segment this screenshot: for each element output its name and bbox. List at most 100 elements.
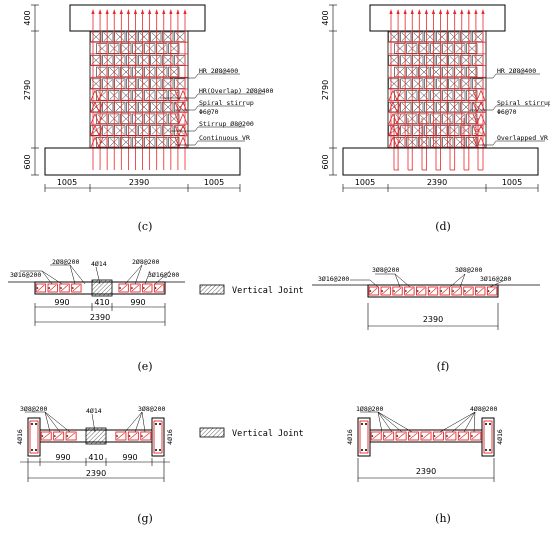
block: [102, 31, 114, 42]
block-cross: [97, 67, 107, 76]
cell-stirrup: [404, 286, 415, 296]
block-cross: [401, 126, 411, 135]
cell-stirrup: [463, 286, 474, 296]
column-rebar: [155, 423, 157, 425]
dim-foundation-height: 600: [23, 154, 32, 169]
block-cross: [115, 79, 125, 88]
rebar-dot: [154, 287, 157, 289]
dim-left: 990: [55, 453, 70, 462]
rebar-arrow: [438, 9, 443, 14]
cell-stirrup: [445, 431, 457, 441]
block-cross: [103, 126, 113, 135]
column-rebar: [155, 449, 157, 451]
cell-tie: [141, 432, 150, 440]
block: [162, 101, 174, 113]
block-cross: [127, 56, 137, 65]
block: [424, 78, 436, 89]
dim-foundation-height: 600: [321, 154, 330, 169]
block: [406, 43, 418, 54]
cell-stirrup: [370, 431, 382, 441]
block-cross: [395, 138, 405, 147]
section-cells: [368, 286, 498, 296]
block: [406, 113, 418, 124]
block-cross: [151, 126, 161, 135]
rebar-dot: [475, 290, 478, 292]
vertical-joint: [85, 427, 107, 445]
wall-section: [369, 429, 483, 443]
dim-total: 2390: [423, 315, 443, 324]
block: [400, 125, 412, 136]
block: [162, 78, 174, 89]
block-cross: [449, 126, 459, 135]
dim-left: 990: [54, 298, 69, 307]
column-rebar: [489, 449, 491, 451]
cell-stirrup: [420, 431, 432, 441]
rebar-dot: [416, 290, 419, 292]
cell-tie: [429, 287, 437, 295]
block: [138, 31, 150, 42]
block-cross: [467, 91, 477, 100]
cell-stirrup: [380, 286, 391, 296]
block: [466, 43, 478, 54]
rebar-dot: [60, 287, 62, 289]
dim-top-height: 400: [23, 10, 32, 25]
rebar-arrow: [417, 9, 421, 14]
rebar-dot: [66, 435, 69, 437]
cell-stirrup: [59, 283, 70, 293]
column-rebar: [31, 423, 33, 425]
block-cross: [473, 79, 483, 88]
block: [406, 66, 418, 78]
block: [108, 113, 120, 124]
block-cross: [169, 44, 179, 53]
rebar-dot: [405, 290, 407, 292]
cell-stirrup: [65, 431, 77, 441]
block: [388, 55, 400, 66]
rebar-arrow: [126, 9, 130, 14]
panel-d-elevation: 400 2790 600 1005 2390 1005 HR 2Ø8@400 S…: [321, 4, 550, 233]
block-cross: [401, 103, 411, 112]
block: [108, 66, 120, 78]
dim-right: 990: [122, 453, 137, 462]
column-rebar: [159, 423, 161, 425]
block-cross: [473, 32, 483, 41]
block-cross: [425, 126, 435, 135]
block-cross: [115, 56, 125, 65]
cell-tie: [72, 284, 81, 292]
label-spiral-spec: Φ6@70: [497, 108, 517, 116]
block-cross: [455, 114, 465, 123]
cell-tie: [49, 284, 57, 292]
rebar-arrow: [148, 9, 152, 14]
block: [102, 125, 114, 136]
block: [460, 78, 472, 89]
cell-tie: [119, 284, 128, 292]
cell-tie: [441, 287, 449, 295]
cell-tie: [131, 284, 140, 292]
block-cross: [115, 126, 125, 135]
panel-h-section: 1Ø8@200 4Ø8@200 4Ø16 4Ø16 2390 (h): [346, 405, 504, 525]
rebar-dot: [458, 435, 461, 437]
rebar-arrow: [119, 9, 123, 14]
legend-label: Vertical Joint: [232, 429, 304, 439]
cell-stirrup: [130, 283, 141, 293]
cell-tie: [143, 284, 151, 292]
column-rebar: [365, 423, 367, 425]
block-cross: [127, 126, 137, 135]
label-overlapped-vr: Overlapped VR: [497, 134, 548, 142]
caption-d: (d): [435, 220, 451, 233]
rebar-dot: [452, 290, 454, 292]
block-cross: [127, 79, 137, 88]
rebar-arrow: [112, 9, 116, 14]
rebar-dot: [471, 435, 473, 437]
rebar-arrow: [389, 9, 393, 14]
cell-tie: [37, 284, 45, 292]
rebar-arrow: [105, 9, 109, 14]
rebar-dot: [116, 435, 118, 437]
block: [126, 101, 138, 113]
block-cross: [157, 138, 167, 147]
column-stirrup: [483, 420, 493, 454]
block-cross: [467, 67, 477, 76]
dim-total: 2390: [90, 313, 110, 322]
block-cross: [127, 32, 137, 41]
rebar-arrow: [481, 9, 485, 14]
